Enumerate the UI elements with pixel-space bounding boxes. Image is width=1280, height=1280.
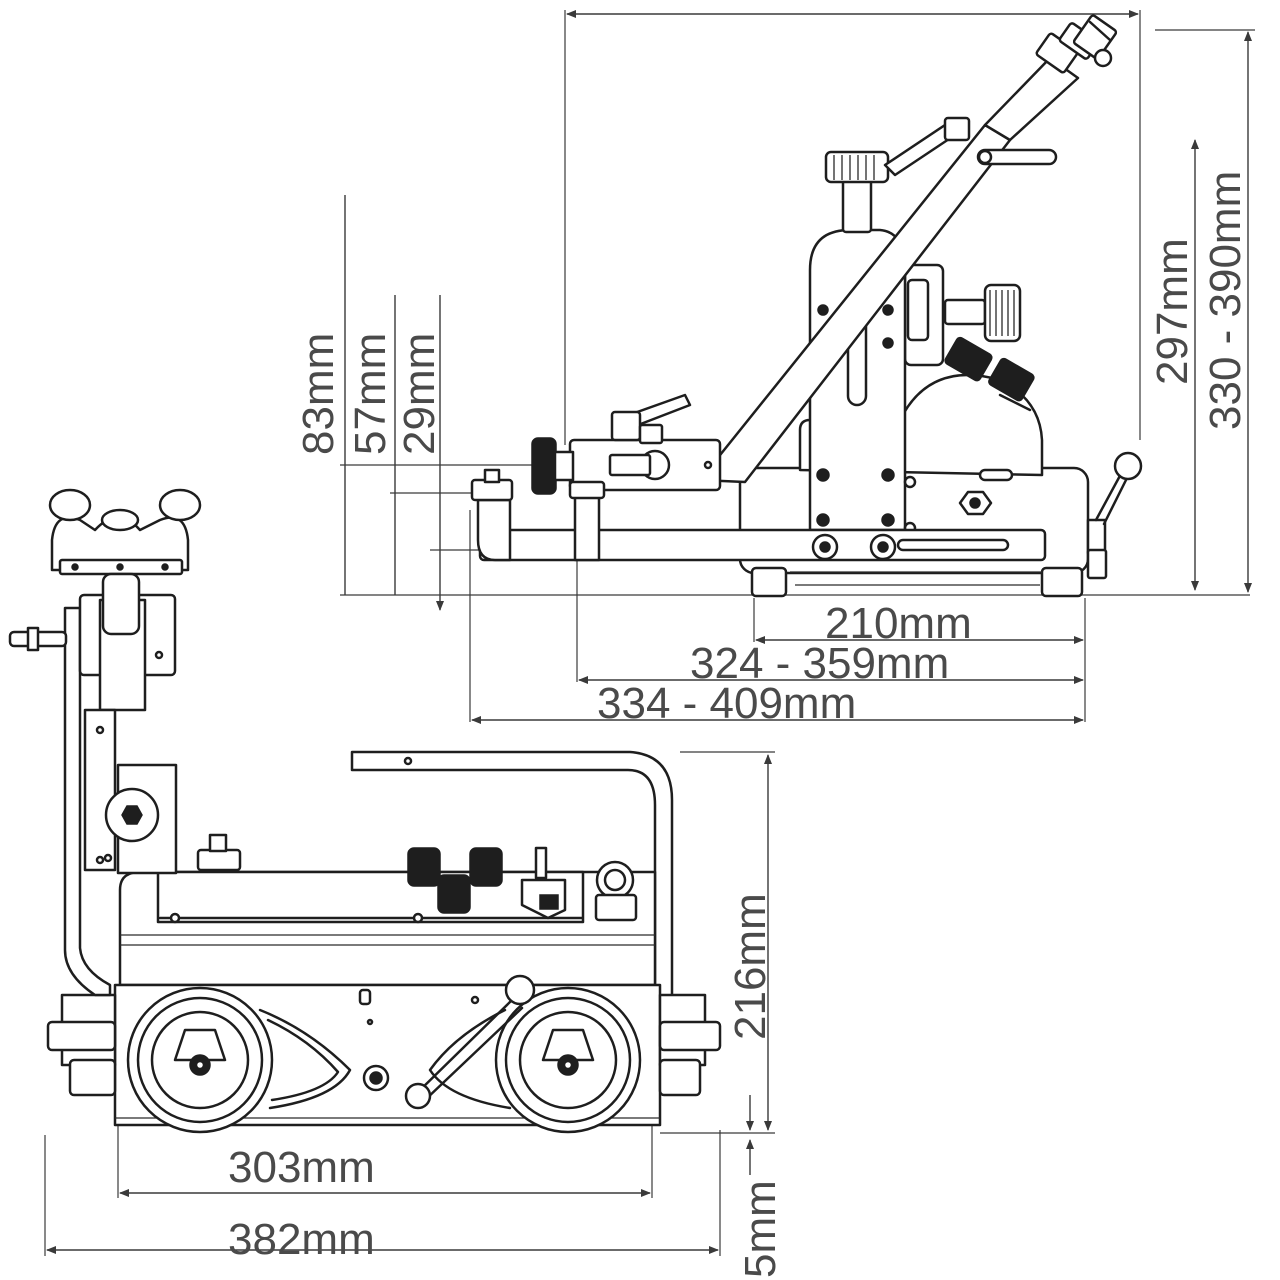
- front-extension-lines: [44, 751, 775, 1256]
- side-view: 83mm 57mm 29mm 297mm 330 - 390mm 210mm 3…: [294, 10, 1255, 728]
- dim-210mm-label: 210mm: [825, 599, 972, 648]
- side-dimension-lines: [344, 10, 1252, 724]
- dim-334-409mm-label: 334 - 409mm: [597, 679, 856, 728]
- dim-57mm-label: 57mm: [346, 333, 395, 455]
- dim-324-359mm-label: 324 - 359mm: [690, 639, 949, 688]
- dim-303mm-label: 303mm: [228, 1143, 375, 1192]
- dim-382mm-label: 382mm: [228, 1215, 375, 1264]
- dim-297mm-label: 297mm: [1148, 238, 1197, 385]
- front-machine: [8, 488, 722, 1134]
- dim-5mm-label: 5mm: [736, 1180, 785, 1278]
- dim-330-390mm-label: 330 - 390mm: [1201, 171, 1250, 430]
- dim-29mm-label: 29mm: [395, 333, 444, 455]
- side-machine: [470, 14, 1143, 598]
- front-dimension-lines: [46, 754, 772, 1254]
- side-extension-lines: [340, 10, 1255, 722]
- dim-83mm-label: 83mm: [294, 333, 343, 455]
- dim-216mm-label: 216mm: [726, 893, 775, 1040]
- front-view: 216mm 5mm 303mm 382mm: [8, 488, 785, 1278]
